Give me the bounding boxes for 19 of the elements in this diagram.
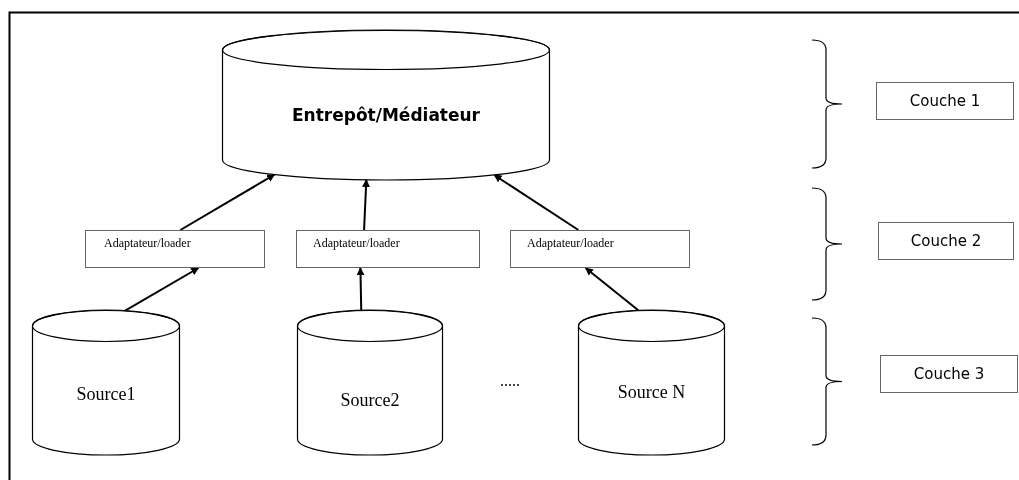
- layer-box: [880, 355, 1018, 393]
- layer-box: [878, 222, 1014, 260]
- adapter-box: [510, 230, 690, 268]
- node-label: Couche 3: [913, 365, 985, 383]
- layer-box: [876, 82, 1014, 120]
- node-label: Source1: [76, 384, 136, 405]
- node-label: Adaptateur/loader: [313, 235, 400, 251]
- node-label: Couche 2: [910, 232, 982, 250]
- arrow: [179, 173, 276, 231]
- node-label: Source2: [340, 390, 400, 411]
- node-label: Adaptateur/loader: [527, 235, 614, 251]
- node-label: Adaptateur/loader: [104, 235, 191, 251]
- adapter-box: [296, 230, 480, 268]
- ellipsis-text: .....: [500, 372, 520, 390]
- node-label: Entrepôt/Médiateur: [292, 105, 480, 125]
- node-label: Source N: [617, 382, 686, 403]
- adapter-box: [85, 230, 265, 268]
- arrow: [493, 174, 580, 231]
- node-label: Couche 1: [909, 92, 981, 110]
